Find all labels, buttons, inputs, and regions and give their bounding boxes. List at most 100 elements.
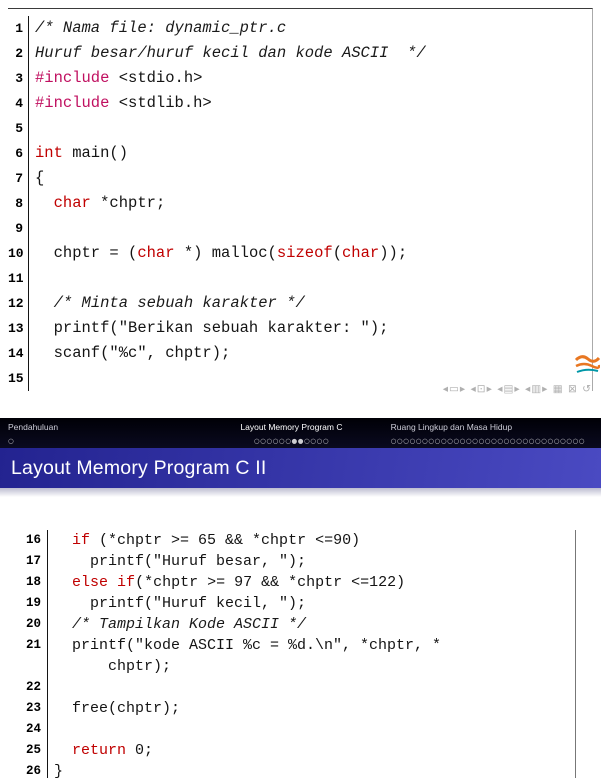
line-number: 26 [20,761,48,778]
code-line: 11 [8,266,592,291]
line-number: 23 [20,698,48,719]
section-nav-layout-memory[interactable]: Layout Memory Program C ○○○○○○●●○○○○ [192,418,390,448]
code-text: int main() [35,144,129,162]
code-line: 18 else if(*chptr >= 97 && *chptr <=122) [20,572,575,593]
code-line: 6 int main() [8,141,592,166]
line-number: 13 [8,316,29,341]
line-number: 1 [8,16,29,41]
code-text [29,216,44,241]
code-text: #include <stdio.h> [35,69,203,87]
code-line: 21 printf("kode ASCII %c = %d.\n", *chpt… [20,635,575,656]
line-number: 4 [8,91,29,116]
code-line: 5 [8,116,592,141]
title-bar-shadow [0,488,601,497]
code-line: 26} [20,761,575,778]
frame-dots[interactable]: ○○○○○○○○○○○○○○○○○○○○○○○○○○○○○○○ [390,437,586,445]
slide-previous-bottom: 1 /* Nama file: dynamic_ptr.c 2 Huruf besar… [8,8,601,395]
line-number [20,656,48,677]
code-text: printf("Huruf besar, "); [54,553,307,570]
code-text: printf("kode ASCII %c = %d.\n", *chptr, … [54,637,442,654]
line-number: 12 [8,291,29,316]
code-line: chptr); [20,656,575,677]
line-number: 17 [20,551,48,572]
code-line: 3 #include <stdio.h> [8,66,592,91]
code-text: { [35,169,45,187]
line-number: 25 [20,740,48,761]
section-nav-ruang-lingkup[interactable]: Ruang Lingkup dan Masa Hidup ○○○○○○○○○○○… [391,418,601,448]
code-listing-bottom: 16 if (*chptr >= 65 && *chptr <=90)17 pr… [20,530,576,778]
code-line: 10 chptr = (char *) malloc(sizeof(char))… [8,241,592,266]
frame-title-text: Layout Memory Program C II [11,456,267,479]
code-line: 4 #include <stdlib.h> [8,91,592,116]
code-line: 12 /* Minta sebuah karakter */ [8,291,592,316]
code-line: 1 /* Nama file: dynamic_ptr.c [8,16,592,41]
line-number: 19 [20,593,48,614]
section-label[interactable]: Layout Memory Program C [240,422,343,432]
line-number: 14 [8,341,29,366]
line-number: 18 [20,572,48,593]
line-number: 11 [8,266,29,291]
code-text: scanf("%c", chptr); [35,344,231,362]
code-listing-top: 1 /* Nama file: dynamic_ptr.c 2 Huruf besar… [8,8,593,391]
code-line: 22 [20,677,575,698]
code-line: 17 printf("Huruf besar, "); [20,551,575,572]
frame-dots[interactable]: ○ [8,437,15,445]
frame-title-bar: Layout Memory Program C II [0,448,601,488]
line-number: 20 [20,614,48,635]
code-line: 16 if (*chptr >= 65 && *chptr <=90) [20,530,575,551]
line-number: 9 [8,216,29,241]
line-number: 6 [8,141,29,166]
code-text [48,719,63,740]
code-text: return 0; [72,742,154,759]
code-text: printf("Huruf kecil, "); [54,595,307,612]
section-label[interactable]: Ruang Lingkup dan Masa Hidup [390,422,513,432]
slide-current-top: Pendahuluan ○ Layout Memory Program C ○○… [0,418,601,778]
code-text: /* Minta sebuah karakter */ [53,294,305,312]
code-text: /* Tampilkan Kode ASCII */ [72,616,307,633]
code-text: else if(*chptr >= 97 && *chptr <=122) [72,574,406,591]
code-line: 2 Huruf besar/huruf kecil dan kode ASCII … [8,41,592,66]
code-line: 24 [20,719,575,740]
line-number: 22 [20,677,48,698]
code-text: free(chptr); [54,700,181,717]
frame-dots[interactable]: ○○○○○○●●○○○○ [253,437,330,445]
code-text: #include <stdlib.h> [35,94,212,112]
line-number: 3 [8,66,29,91]
code-line: 7{ [8,166,592,191]
code-text: chptr = (char *) malloc(sizeof(char)); [35,244,408,262]
line-number: 2 [8,41,29,66]
line-number: 21 [20,635,48,656]
code-line: 23 free(chptr); [20,698,575,719]
code-text: if (*chptr >= 65 && *chptr <=90) [72,532,361,549]
code-text: Huruf besar/huruf kecil dan kode ASCII *… [35,44,426,62]
code-text: char *chptr; [53,194,166,212]
code-line: 8 char *chptr; [8,191,592,216]
code-text: /* Nama file: dynamic_ptr.c [35,19,287,37]
beamer-headline: Pendahuluan ○ Layout Memory Program C ○○… [0,418,601,448]
code-line: 25 return 0; [20,740,575,761]
line-number: 5 [8,116,29,141]
code-line: 9 [8,216,592,241]
code-line: 20 /* Tampilkan Kode ASCII */ [20,614,575,635]
code-text: chptr); [54,658,172,675]
line-number: 8 [8,191,29,216]
code-line: 15 [8,366,592,391]
code-text: } [54,763,64,778]
code-text [48,677,63,698]
campus-logo-icon [574,352,601,377]
code-line: 19 printf("Huruf kecil, "); [20,593,575,614]
code-text [29,266,44,291]
code-text [29,366,44,391]
line-number: 10 [8,241,29,266]
line-number: 16 [20,530,48,551]
code-text: printf("Berikan sebuah karakter: "); [35,319,389,337]
code-text [29,116,44,141]
code-line: 13 printf("Berikan sebuah karakter: "); [8,316,592,341]
section-label[interactable]: Pendahuluan [8,422,59,432]
line-number: 7 [8,166,29,191]
beamer-navigation-bar-icon[interactable]: ◂▭▸ ◂⊡▸ ◂▤▸ ◂▥▸ ▦ ⊠ ↺ [442,383,592,395]
section-nav-pendahuluan[interactable]: Pendahuluan ○ [0,418,192,448]
code-line: 14 scanf("%c", chptr); [8,341,592,366]
line-number: 24 [20,719,48,740]
line-number: 15 [8,366,29,391]
